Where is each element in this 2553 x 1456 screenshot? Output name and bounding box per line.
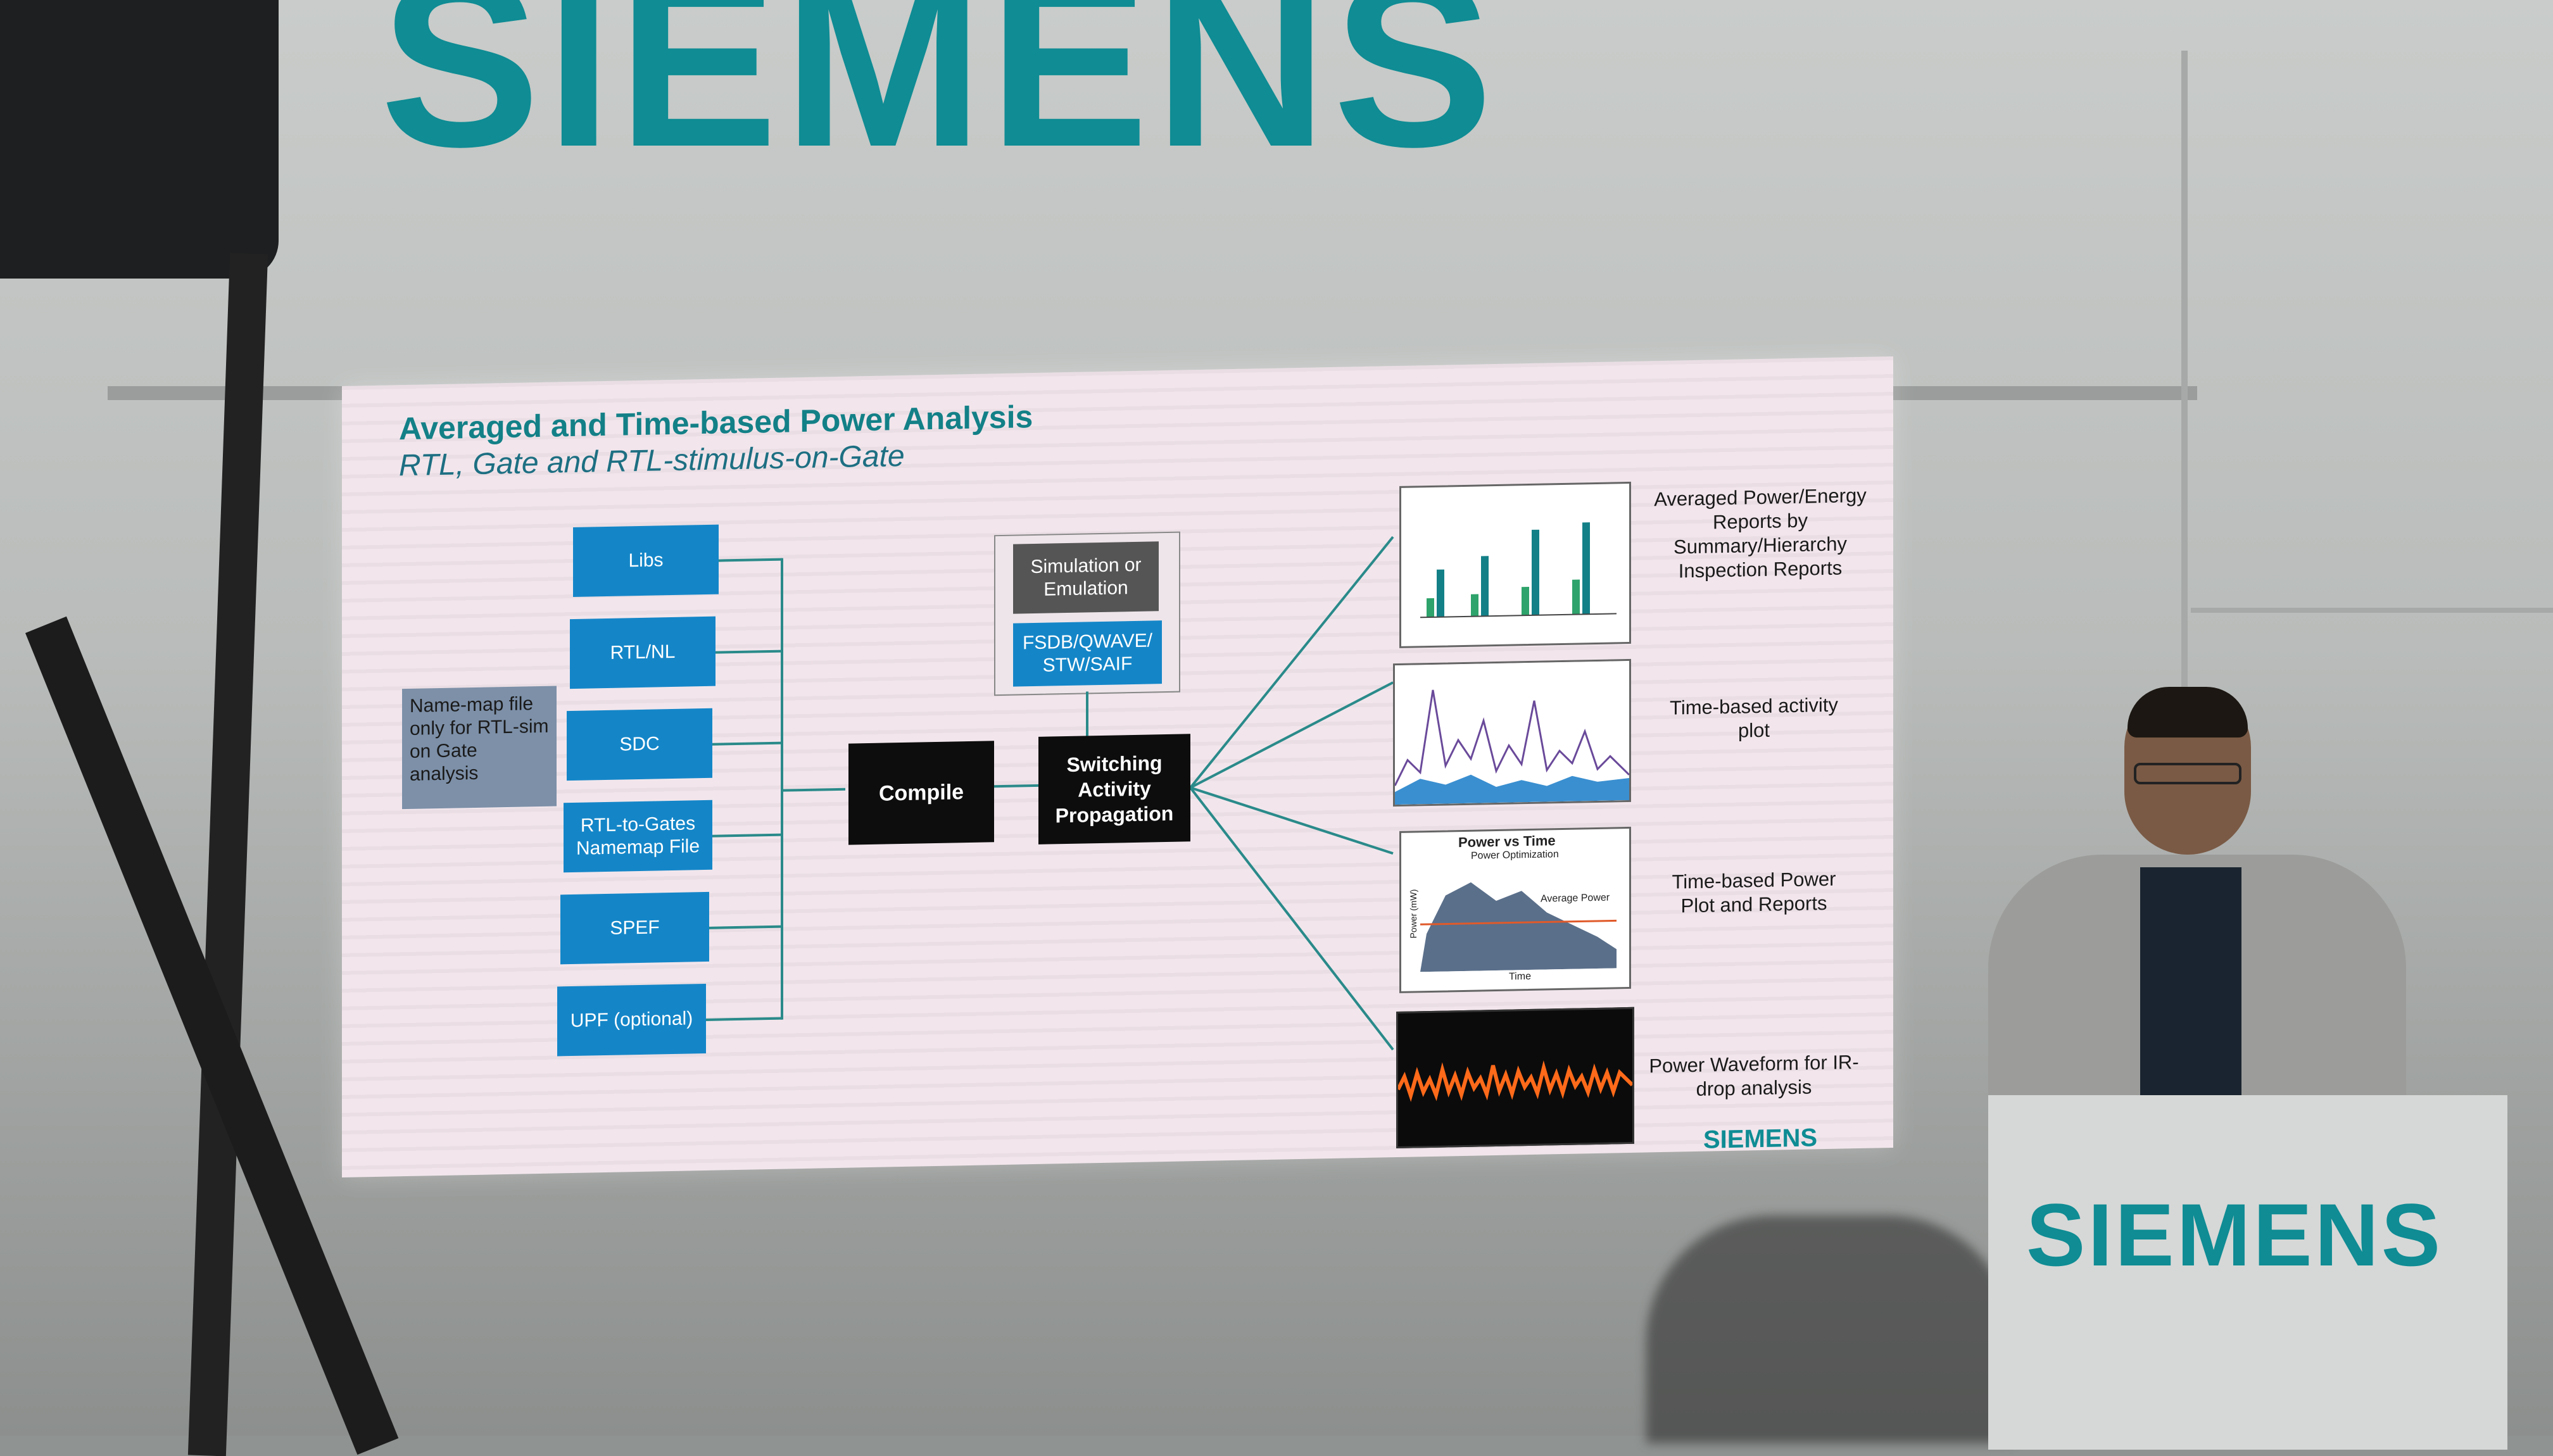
namemap-callout: Name-map file only for RTL-sim on Gate a… [402, 686, 557, 810]
audience-shadow [1646, 1215, 2014, 1443]
input-libs: Libs [573, 524, 719, 597]
slide-footer-logo: SIEMENS [1703, 1124, 1818, 1154]
speaker-hair [2128, 687, 2248, 737]
connector-sim-to-propagation [1086, 691, 1088, 736]
input-spef: SPEF [560, 891, 709, 965]
connector-line [715, 650, 782, 654]
wall-panel-seam [2191, 608, 2553, 613]
wall-brand-logo: SIEMENS [380, 0, 1499, 197]
slide-title: Averaged and Time-based Power Analysis [399, 399, 1033, 447]
presentation-slide: Averaged and Time-based Power Analysis R… [342, 356, 1893, 1178]
loudspeaker [0, 0, 279, 279]
connector-line [709, 925, 782, 929]
podium [1988, 1095, 2507, 1450]
connector-line [719, 558, 782, 562]
thumb-xlabel: Time [1509, 970, 1531, 982]
input-namemap-file: RTL-to-Gates Namemap File [564, 800, 712, 873]
input-sdc: SDC [567, 708, 712, 781]
output-label-averaged: Averaged Power/Energy Reports by Summary… [1654, 484, 1867, 582]
connector-to-compile [782, 788, 845, 792]
connector-line [712, 741, 782, 746]
propagation-block: Switching Activity Propagation [1038, 734, 1190, 844]
podium-logo: SIEMENS [2026, 1185, 2443, 1284]
thumb-ylabel: Power (mW) [1408, 889, 1418, 939]
speaker-shirt [2140, 867, 2241, 1108]
fan-out-arrows [1190, 536, 1394, 1051]
input-rtl-nl: RTL/NL [570, 616, 715, 689]
formats-block: FSDB/QWAVE/ STW/SAIF [1013, 620, 1162, 687]
connector-line [706, 1017, 782, 1021]
averaged-power-bar-thumbnail [1399, 481, 1631, 648]
output-label-waveform: Power Waveform for IR-drop analysis [1649, 1051, 1859, 1100]
speaker-glasses [2134, 763, 2241, 784]
output-label-power-plot: Time-based Power Plot and Reports [1672, 867, 1836, 917]
simulation-block: Simulation or Emulation [1013, 541, 1159, 614]
activity-plot-thumbnail [1393, 658, 1631, 807]
thumb-title: Power vs Time [1458, 832, 1556, 851]
output-label-activity: Time-based activity plot [1670, 693, 1838, 742]
input-upf: UPF (optional) [557, 983, 706, 1057]
power-waveform-thumbnail [1396, 1007, 1634, 1149]
connector-line [712, 833, 782, 838]
connector-to-propagation [994, 784, 1038, 788]
compile-block: Compile [848, 741, 994, 845]
power-vs-time-thumbnail: Power vs Time Power Optimization Average… [1399, 826, 1631, 993]
